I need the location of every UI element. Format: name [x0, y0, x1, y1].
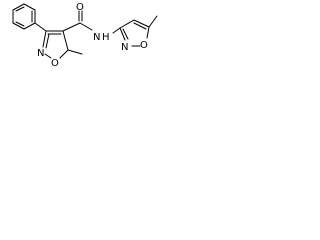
bond: [62, 22, 81, 32]
phenyl-ring: [12, 3, 36, 30]
bond: [15, 6, 25, 12]
bond: [12, 22, 25, 30]
carbonyl-oxygen-label: O: [76, 2, 84, 13]
bond: [67, 49, 83, 55]
bond: [15, 21, 25, 27]
molecule-drawing: O N H N O N O: [0, 0, 162, 85]
bond: [79, 22, 93, 31]
bond: [133, 19, 150, 28]
bond: [12, 3, 25, 11]
bond: [146, 26, 150, 39]
amide-nitrogen-label: N: [93, 32, 100, 43]
bond: [119, 27, 126, 41]
bond: [133, 22, 147, 30]
bond: [59, 49, 69, 59]
right-ring-nitrogen-label: N: [121, 42, 128, 53]
bond: [44, 53, 52, 59]
bond: [34, 22, 47, 32]
structure-svg: O N H N O N O: [12, 2, 158, 69]
bond: [122, 28, 129, 40]
left-ring-nitrogen-label: N: [37, 48, 44, 59]
bond: [112, 27, 121, 34]
bond: [62, 30, 69, 51]
bond: [23, 3, 36, 11]
bond: [119, 19, 135, 29]
right-ring-oxygen-label: O: [140, 40, 148, 51]
left-isoxazole-ring: [42, 30, 69, 59]
left-ring-oxygen-label: O: [51, 58, 59, 69]
right-isoxazole-ring: [119, 19, 150, 47]
bond: [148, 15, 158, 28]
bond: [23, 22, 36, 30]
amide-hydrogen-label: H: [102, 32, 110, 43]
bond: [42, 30, 47, 48]
bond: [45, 33, 50, 49]
